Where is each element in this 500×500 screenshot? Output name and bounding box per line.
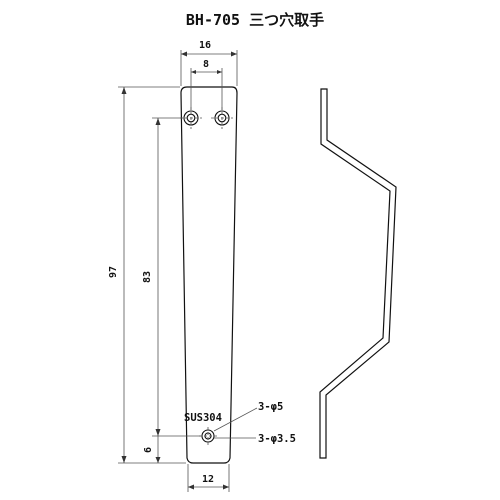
handle-plate-outline <box>180 86 238 464</box>
dimension-hole-to-hole-label: 83 <box>142 271 153 283</box>
dimension-hole-to-hole <box>152 117 201 437</box>
dimension-bottom-width-label: 12 <box>202 474 214 485</box>
upper-hole-right <box>211 107 233 129</box>
upper-hole-left <box>180 107 202 129</box>
drawing-title: BH-705 三つ穴取手 <box>186 11 324 29</box>
dimension-overall-length <box>118 86 186 464</box>
dimension-hole-spacing <box>190 68 223 110</box>
upper-holes-leader <box>213 407 258 432</box>
dimension-overall-length-label: 97 <box>108 266 119 278</box>
dimension-hole-spacing-label: 8 <box>203 59 209 70</box>
dimension-top-width <box>180 50 238 86</box>
dimension-top-width-label: 16 <box>199 40 211 51</box>
dimension-bottom-width <box>187 464 230 492</box>
lower-hole <box>199 427 217 445</box>
handle-side-profile <box>319 88 397 459</box>
dimension-bottom-offset-label: 6 <box>143 447 154 453</box>
dimension-bottom-offset <box>155 436 161 463</box>
upper-holes-note: 3-φ5 <box>258 401 283 413</box>
lower-hole-note: 3-φ3.5 <box>258 433 296 445</box>
material-note: SUS304 <box>184 412 222 424</box>
